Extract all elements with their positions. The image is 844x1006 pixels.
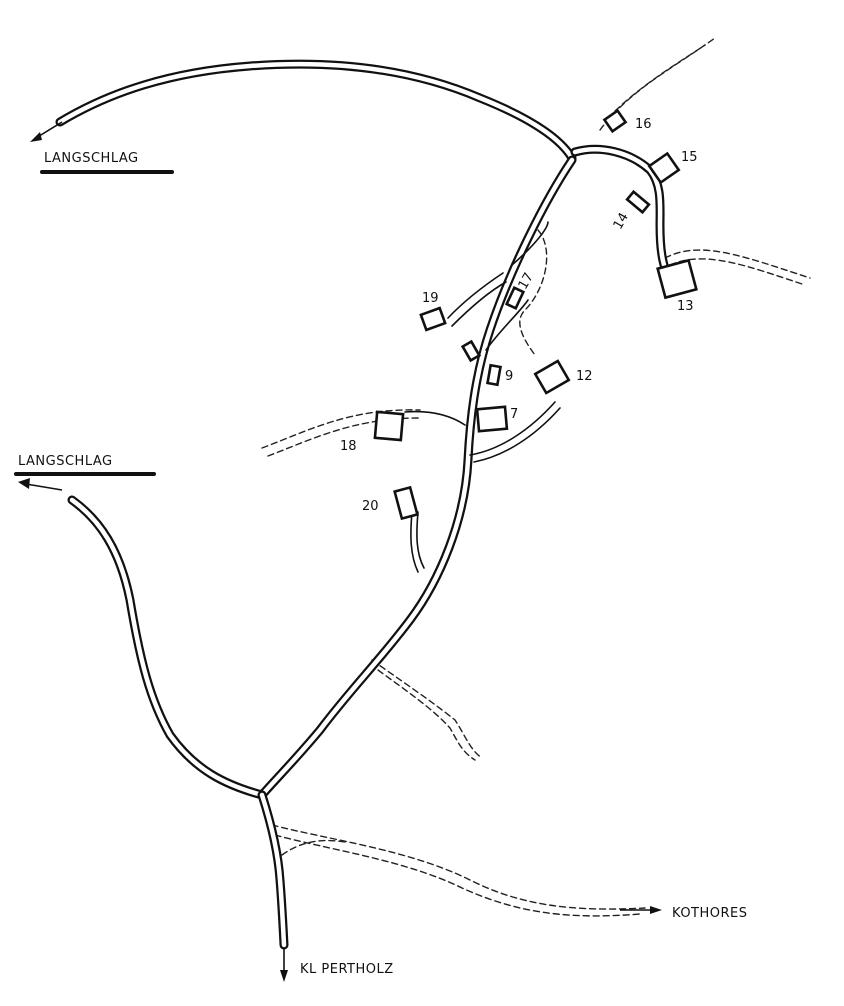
label-house-16: 16	[635, 117, 652, 132]
footpath-kothores-c	[281, 839, 346, 856]
track-20-b	[416, 511, 425, 569]
label-house-12: 12	[576, 369, 593, 384]
road-west-langschlag	[67, 495, 267, 800]
label-house-9: 9	[505, 369, 513, 384]
house-labels: 16 15 14 13 17 19 9 12 7 18 20	[340, 117, 698, 514]
label-house-19: 19	[422, 291, 439, 306]
house-9	[486, 363, 502, 387]
footpaths	[261, 37, 811, 917]
track-inner-b	[485, 299, 529, 351]
place-langschlag-west: LANGSCHLAG	[18, 454, 113, 469]
direction-arrows	[18, 121, 662, 982]
house-14	[625, 189, 651, 215]
house-17	[504, 286, 526, 310]
label-house-18: 18	[340, 439, 357, 454]
footpath-inner-loop	[519, 229, 548, 356]
track-7-loop-b	[473, 407, 561, 463]
roads	[55, 59, 669, 950]
track-7-loop	[469, 401, 556, 456]
road-main-spine	[257, 155, 577, 800]
road-north-langschlag	[55, 59, 577, 163]
tracks	[404, 221, 561, 573]
footpath-kothores-b	[274, 834, 641, 917]
footpath-south-middle-b	[377, 669, 476, 761]
house-7	[475, 405, 509, 433]
house-18	[373, 410, 405, 442]
label-house-13: 13	[677, 299, 694, 314]
footpath-northeast-2	[607, 44, 706, 119]
house-15	[647, 151, 681, 185]
footpath-east	[664, 249, 811, 279]
label-house-15: 15	[681, 150, 698, 165]
footpath-south-middle	[371, 659, 483, 759]
house-20	[393, 485, 419, 521]
label-house-20: 20	[362, 499, 379, 514]
arrow-west-langschlag	[25, 483, 63, 491]
place-kl-pertholz: KL PERTHOLZ	[300, 962, 394, 977]
place-langschlag-north: LANGSCHLAG	[44, 151, 139, 166]
track-20	[410, 511, 419, 573]
label-house-7: 7	[510, 407, 518, 422]
arrow-south-pertholz-head	[280, 970, 288, 982]
track-18	[404, 410, 466, 426]
houses	[373, 108, 698, 521]
arrow-east-kothores-head	[650, 906, 662, 914]
arrow-west-langschlag-head	[18, 478, 30, 489]
house-12	[533, 359, 571, 395]
label-house-17: 17	[516, 270, 537, 292]
arrow-north-langschlag-head	[30, 132, 42, 142]
place-kothores: KOTHORES	[672, 906, 748, 921]
track-19	[447, 272, 504, 319]
house-small-a	[460, 339, 482, 363]
footpath-kothores	[271, 824, 646, 910]
house-19	[419, 306, 447, 332]
track-19-b	[451, 281, 507, 327]
place-labels: LANGSCHLAG LANGSCHLAG KL PERTHOLZ KOTHOR…	[14, 151, 748, 977]
house-16	[602, 108, 628, 134]
footpath-west-18	[261, 409, 421, 449]
track-inner-a	[511, 221, 549, 266]
house-13	[656, 258, 698, 300]
label-house-14: 14	[611, 210, 632, 232]
